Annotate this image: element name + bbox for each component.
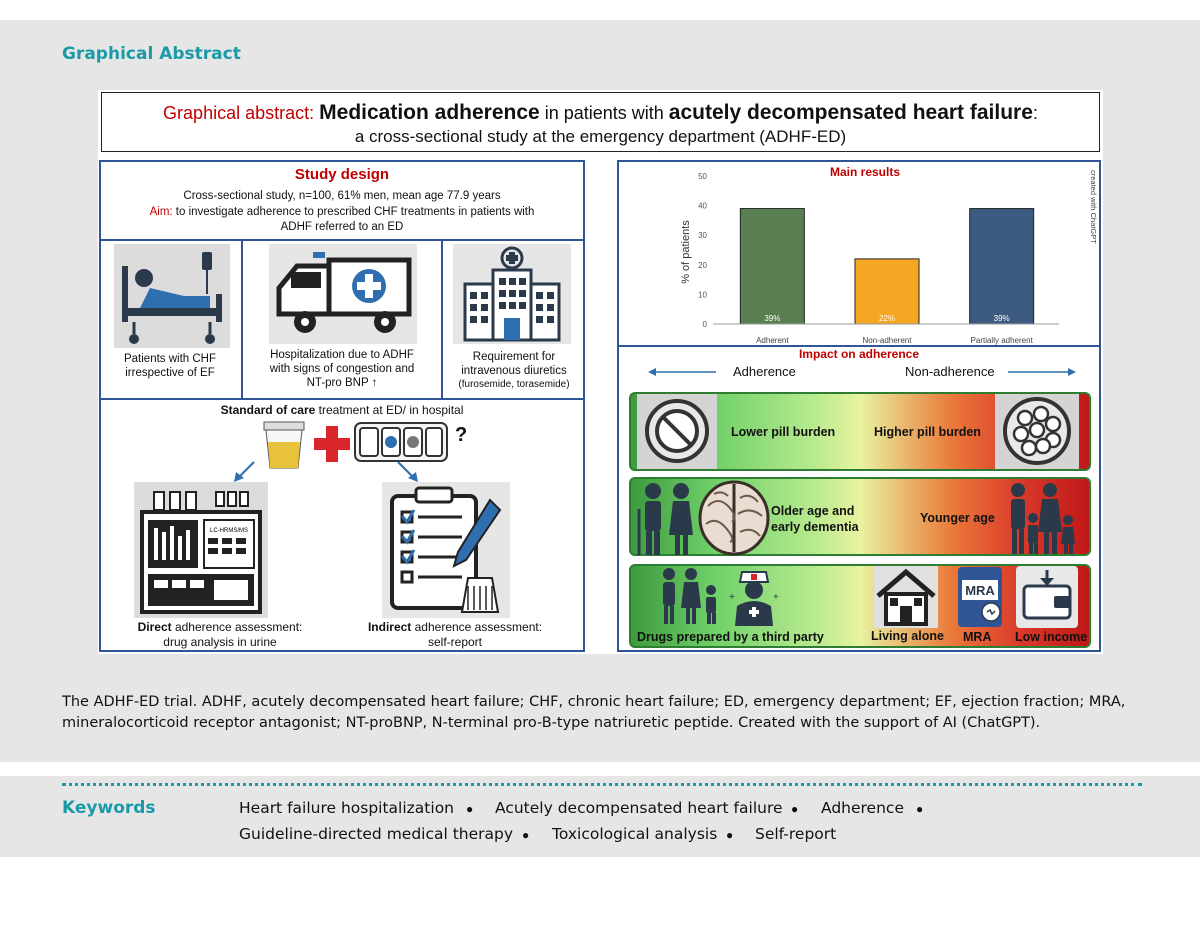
standard-of-care-title: Standard of care treatment at ED/ in hos… [220, 403, 464, 417]
keywords-band [0, 776, 1200, 857]
criterion-2-caption: Hospitalization due to ADHF with signs o… [269, 349, 415, 389]
younger-age-label: Younger age [920, 511, 995, 525]
adherence-label: Adherence [733, 364, 796, 379]
chart-side-note: created with ChatGPT [1089, 170, 1098, 244]
chart-y-axis-label: % of patients [680, 220, 692, 284]
keyword: Guideline-directed medical therapy [239, 825, 514, 843]
title-prefix: Graphical abstract: [163, 103, 315, 123]
hospital-icon [453, 244, 571, 344]
chart-title: Main results [830, 165, 900, 179]
bullet-icon: ● [522, 828, 530, 842]
older-age-label: Older age and early dementia [771, 504, 859, 534]
bullet-icon: ● [726, 828, 734, 842]
direct-assessment-caption: Direct adherence assessment: drug analys… [137, 620, 303, 649]
section-heading: Graphical Abstract [62, 44, 241, 64]
aim-text-line2: ADHF referred to an ED [280, 221, 404, 233]
urine-cup-icon [263, 421, 305, 469]
bullet-icon: ● [466, 802, 474, 816]
bar-value-label: 22% [879, 314, 895, 323]
keyword: Adherence [821, 799, 904, 817]
divider [99, 398, 585, 400]
title-bold1: Medication adherence [319, 101, 540, 124]
divider [441, 240, 443, 399]
single-pill-icon [637, 394, 717, 469]
young-family-icon [1011, 483, 1075, 554]
low-income-label: Low income [1015, 630, 1088, 644]
bar-partially-adherent [969, 208, 1035, 325]
divider [617, 345, 1101, 347]
brain-icon [698, 480, 770, 556]
dotted-divider [62, 783, 1142, 787]
patient-bed-icon [114, 244, 230, 348]
family-icon [663, 568, 716, 624]
criterion-3-caption: Requirement for intravenous diuretics (f… [458, 351, 570, 390]
bar-value-label: 39% [994, 314, 1010, 323]
aim-label: Aim: [149, 206, 173, 218]
study-design-summary: Cross-sectional study, n=100, 61% men, m… [183, 190, 501, 202]
branch-arrows [234, 461, 418, 482]
figure-title-box: Graphical abstract: Medication adherence… [101, 92, 1100, 152]
mra-label: MRA [963, 630, 992, 644]
svg-text:+: + [729, 592, 735, 603]
bullet-icon: ● [916, 802, 924, 816]
keyword: Self-report [755, 825, 837, 843]
figure-title-line1: Graphical abstract: Medication adherence… [102, 101, 1099, 125]
mra-medication-icon: MRA [958, 567, 1002, 627]
title-suffix: : [1032, 103, 1038, 123]
many-pills-icon [995, 394, 1079, 469]
divider [99, 239, 585, 241]
wallet-icon [1016, 566, 1078, 628]
study-design-title: Study design [294, 166, 390, 183]
pill-organizer-icon [354, 422, 448, 462]
title-mid: in patients with [539, 103, 669, 123]
lower-pill-burden: Lower pill burden [731, 425, 836, 439]
y-tick-label: 20 [698, 261, 707, 270]
criterion-1-caption: Patients with CHF irrespective of EF [123, 353, 217, 379]
arrow-left-icon [648, 368, 716, 376]
figure-title-line2: a cross-sectional study at the emergency… [354, 127, 847, 146]
bar-non-adherent [854, 258, 920, 325]
y-tick-label: 40 [698, 202, 707, 211]
keywords-label: Keywords [62, 798, 156, 818]
y-tick-label: 50 [698, 172, 707, 181]
question-mark: ? [455, 424, 468, 446]
study-aim: Aim: to investigate adherence to prescri… [99, 206, 585, 218]
y-tick-label: 10 [698, 290, 707, 299]
mass-spectrometer-icon: LC-HRMS/MS [134, 482, 268, 618]
keyword: Acutely decompensated heart failure [495, 799, 783, 817]
higher-pill-burden: Higher pill burden [874, 425, 981, 439]
figure-caption: The ADHF-ED trial. ADHF, acutely decompe… [62, 694, 1126, 731]
aim-text: to investigate adherence to prescribed C… [172, 206, 535, 218]
bullet-icon: ● [791, 802, 799, 816]
impact-title: Impact on adherence [798, 347, 920, 361]
third-party-label: Drugs prepared by a third party [637, 630, 824, 644]
main-results-chart: Main results % of patients created with … [680, 165, 1098, 345]
indirect-assessment-caption: Indirect adherence assessment: self-repo… [367, 620, 543, 649]
ambulance-icon [269, 244, 417, 344]
machine-label: LC-HRMS/MS [210, 528, 248, 534]
elderly-couple-icon [637, 483, 693, 555]
nurse-icon: + + [729, 571, 779, 626]
y-tick-label: 0 [703, 320, 708, 329]
x-tick-label: Adherent [756, 336, 789, 345]
title-bold2: acutely decompensated heart failure [668, 101, 1033, 124]
house-icon [874, 566, 938, 628]
arrow-right-icon [1008, 368, 1076, 376]
plus-icon [314, 426, 350, 462]
bar-value-label: 39% [764, 314, 780, 323]
svg-text:+: + [773, 592, 779, 603]
bar-adherent [739, 208, 805, 325]
x-tick-label: Partially adherent [971, 336, 1034, 345]
x-tick-label: Non-adherent [863, 336, 913, 345]
keyword: Toxicological analysis [552, 825, 718, 843]
keyword: Heart failure hospitalization [239, 799, 454, 817]
living-alone-label: Living alone [871, 629, 944, 643]
y-tick-label: 30 [698, 231, 707, 240]
non-adherence-label: Non-adherence [905, 364, 995, 379]
checklist-icon [382, 482, 510, 618]
mra-icon-label: MRA [965, 583, 995, 598]
divider [241, 240, 243, 399]
